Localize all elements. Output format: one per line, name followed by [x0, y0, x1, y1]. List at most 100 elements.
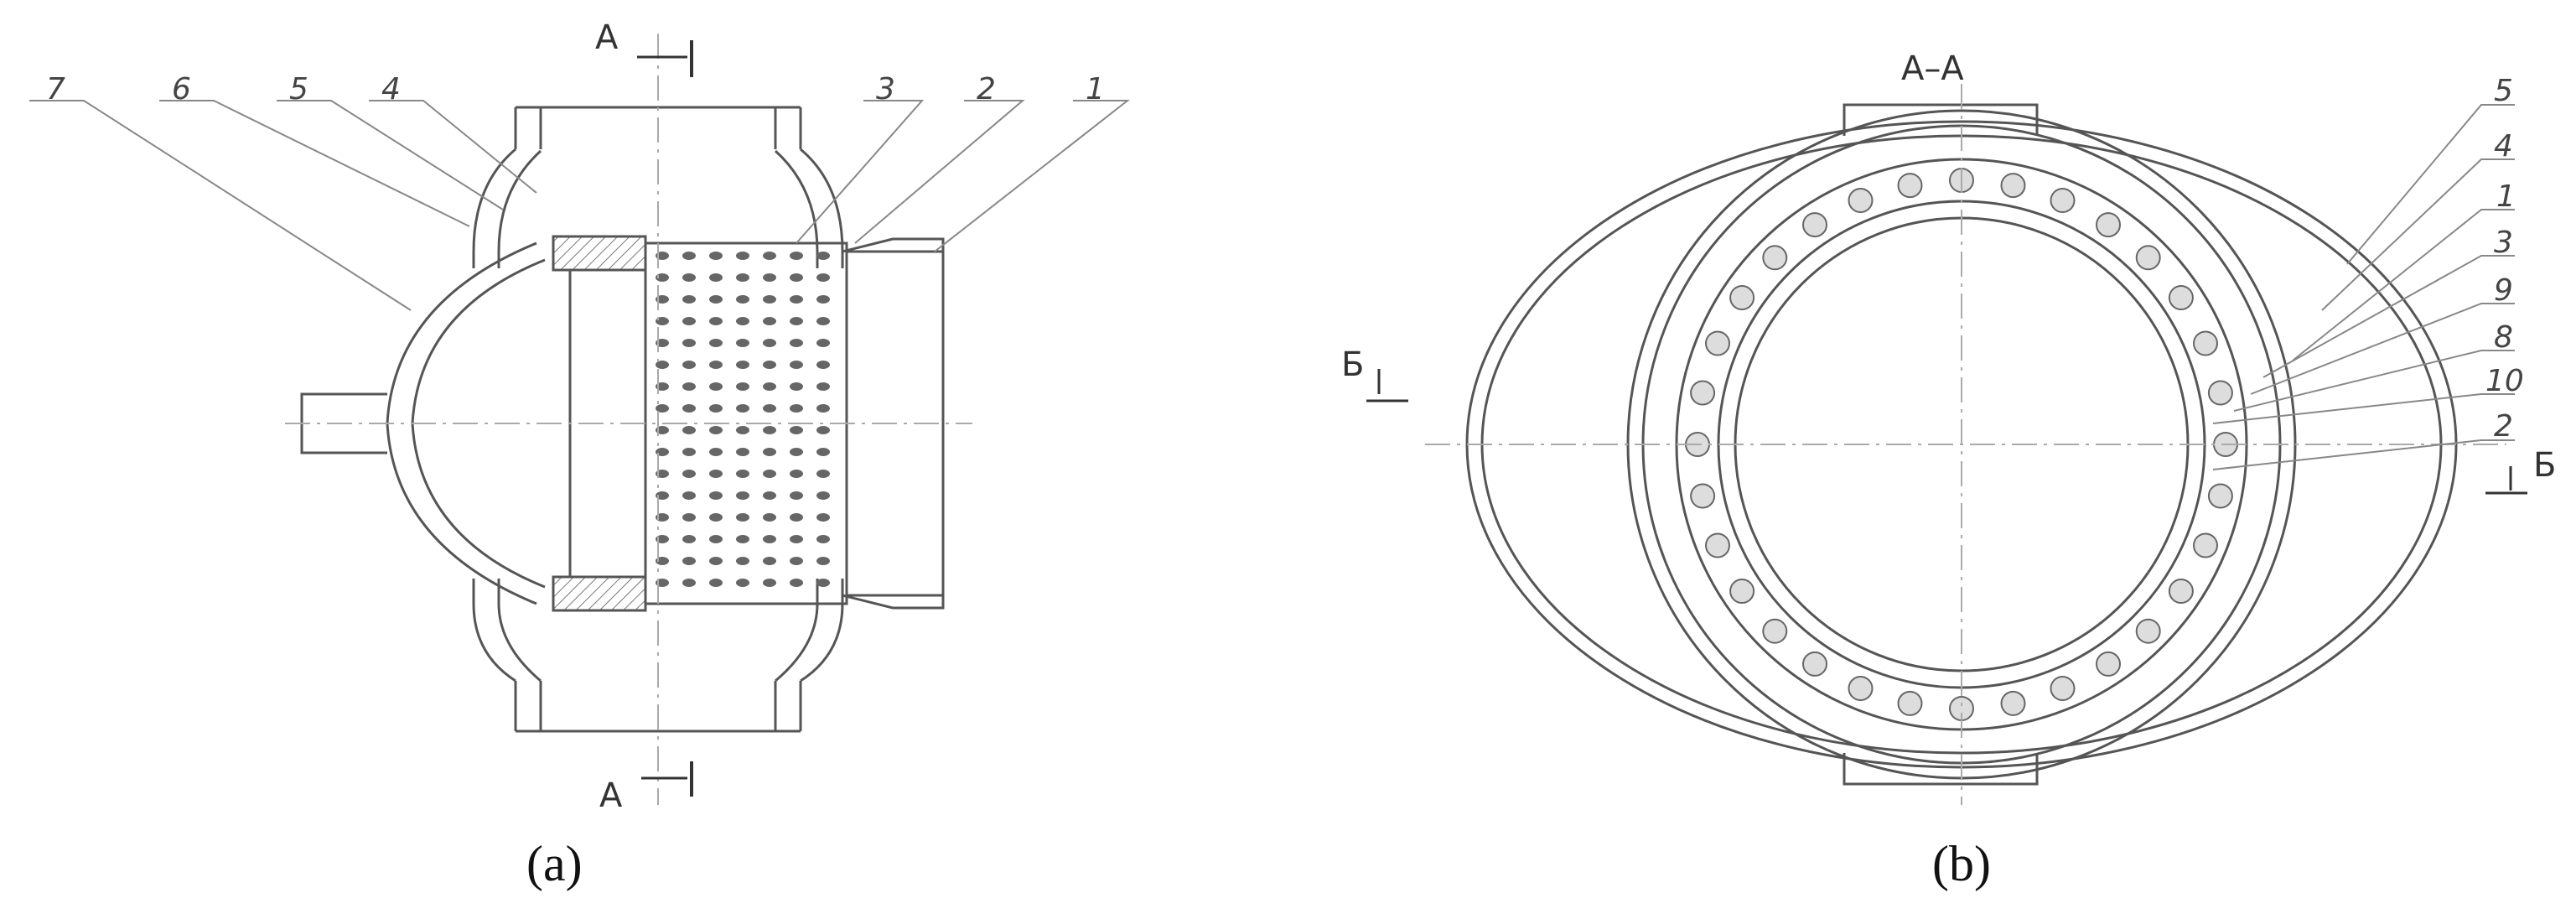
perforation-hole	[736, 470, 749, 478]
callout-1: 1	[1086, 72, 1105, 106]
perforation-hole	[656, 361, 669, 369]
perforation-hole	[682, 470, 696, 478]
perforation-hole	[682, 382, 696, 391]
figure-a-centerlines	[285, 34, 972, 805]
radial-hole	[1848, 188, 1874, 213]
callout-b-1: 1	[2496, 179, 2516, 214]
perforation-hole	[790, 273, 803, 282]
perforation-hole	[682, 317, 696, 325]
perforation-hole	[736, 579, 749, 587]
figure-b-leaders	[2212, 104, 2515, 470]
lower-dome	[472, 579, 844, 683]
perforation-hole	[790, 579, 803, 587]
perforation-hole	[709, 252, 723, 260]
perforation-hole	[763, 491, 776, 500]
section-marker-bottom: A	[599, 761, 693, 815]
figure-a-section-view	[300, 106, 945, 733]
perforation-hole	[736, 535, 749, 543]
perforation-hole	[736, 252, 749, 260]
perforation-hole	[709, 382, 723, 391]
perforation-hole	[709, 339, 723, 347]
callout-b-3: 3	[2494, 226, 2513, 260]
top-boss	[1843, 103, 2039, 136]
perforation-hole	[763, 579, 776, 587]
perforation-hole	[790, 361, 803, 369]
section-title-b: A–A	[1901, 49, 1964, 88]
perforation-hole	[709, 317, 723, 325]
radial-hole	[2050, 188, 2076, 213]
radial-hole	[2135, 618, 2161, 644]
perforation-hole	[763, 273, 776, 282]
radial-hole	[2050, 676, 2076, 701]
radial-hole	[1897, 690, 1923, 716]
perforation-hole	[763, 295, 776, 304]
radial-hole	[2096, 651, 2121, 677]
perforation-hole	[790, 252, 803, 260]
perforation-hole	[656, 404, 669, 413]
perforation-hole	[763, 535, 776, 543]
cage-perforations	[656, 252, 830, 587]
svg-text:A: A	[599, 776, 623, 815]
perforation-hole	[736, 382, 749, 391]
perforation-hole	[736, 295, 749, 304]
perforation-hole	[709, 426, 723, 434]
perforation-hole	[736, 557, 749, 565]
svg-text:Б: Б	[2533, 446, 2556, 485]
perforation-hole	[763, 317, 776, 325]
callout-b-8: 8	[2494, 320, 2513, 355]
perforation-hole	[709, 535, 723, 543]
perforation-hole	[763, 404, 776, 413]
radial-hole	[1690, 483, 1716, 509]
radial-hole	[1802, 651, 1827, 677]
perforation-hole	[790, 470, 803, 478]
perforation-hole	[763, 426, 776, 434]
perforation-hole	[709, 470, 723, 478]
perforation-hole	[682, 426, 696, 434]
perforation-hole	[709, 273, 723, 282]
callout-5: 5	[289, 72, 308, 106]
perforation-hole	[709, 404, 723, 413]
callout-4: 4	[381, 72, 401, 106]
perforation-hole	[816, 252, 830, 260]
perforation-hole	[682, 273, 696, 282]
radial-hole	[1848, 676, 1874, 701]
perforation-hole	[790, 535, 803, 543]
radial-hole	[2207, 483, 2233, 509]
perforation-hole	[682, 491, 696, 500]
perforation-hole	[682, 535, 696, 543]
radial-hole	[2168, 285, 2194, 310]
callout-3: 3	[876, 72, 895, 106]
perforation-hole	[816, 448, 830, 456]
callout-b-10: 10	[2485, 364, 2524, 398]
perforation-hole	[790, 557, 803, 565]
perforation-hole	[763, 339, 776, 347]
perforation-hole	[736, 491, 749, 500]
svg-text:Б: Б	[1341, 345, 1364, 384]
perforation-hole	[682, 579, 696, 587]
callout-b-4: 4	[2494, 129, 2513, 164]
perforation-hole	[790, 448, 803, 456]
perforation-hole	[682, 448, 696, 456]
perforation-hole	[709, 579, 723, 587]
perforation-hole	[763, 361, 776, 369]
svg-text:A: A	[595, 18, 619, 57]
bottom-boss	[1843, 753, 2039, 786]
perforation-hole	[816, 491, 830, 500]
perforation-hole	[736, 448, 749, 456]
perforation-hole	[682, 513, 696, 522]
radial-hole	[1729, 285, 1755, 310]
section-marker-right: Б	[2485, 446, 2556, 495]
radial-hole	[1762, 618, 1788, 644]
perforation-hole	[816, 535, 830, 543]
perforation-hole	[816, 426, 830, 434]
perforation-hole	[736, 273, 749, 282]
perforation-hole	[736, 339, 749, 347]
perforation-hole	[790, 317, 803, 325]
perforation-hole	[763, 470, 776, 478]
perforation-hole	[790, 295, 803, 304]
perforation-hole	[682, 252, 696, 260]
callout-2: 2	[977, 72, 996, 106]
radial-hole	[1897, 173, 1923, 199]
perforation-hole	[790, 513, 803, 522]
